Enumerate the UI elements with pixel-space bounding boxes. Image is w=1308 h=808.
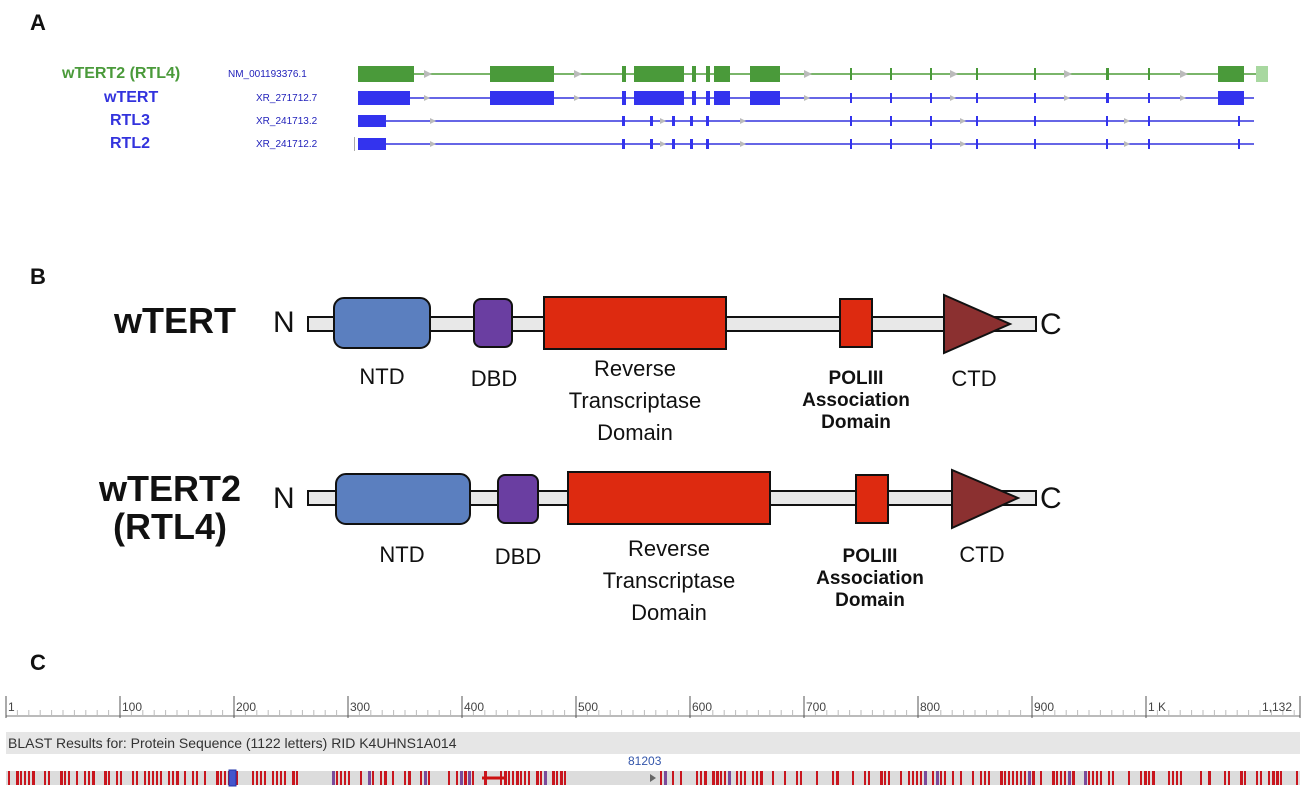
panel-c: C 1 100 200 300 400 500 600 700 800 900 … (0, 650, 1308, 808)
ruler-tick-label: 1,132 (1262, 700, 1293, 714)
panel-a-label: A (30, 10, 46, 35)
ctd-label: CTD (951, 366, 997, 391)
panel-b-label: B (30, 264, 46, 289)
poliii-label-line1: POLIII (828, 368, 884, 389)
track-name-rtl2: RTL2 (110, 135, 150, 152)
rt-label-line2: Transcriptase (602, 568, 736, 593)
ntd-label: NTD (359, 364, 405, 389)
ruler-tick-label: 900 (1034, 700, 1055, 714)
poliii-label-line2: Association (802, 390, 910, 411)
ntd-domain (333, 297, 431, 349)
ntd-label: NTD (379, 542, 425, 567)
rt-label-line1: Reverse (594, 356, 676, 381)
blast-results-title: BLAST Results for: Protein Sequence (112… (6, 732, 1300, 754)
poliii-label-line3: Domain (835, 590, 905, 611)
accession-rtl3: XR_241713.2 (256, 116, 318, 127)
accession-wtert: XR_271712.7 (256, 93, 318, 104)
protein-name-wtert2: wTERT2 (98, 468, 241, 509)
ruler-tick-label: 1 (8, 700, 15, 714)
n-terminus-label: N (273, 306, 295, 339)
ruler-tick-label: 1 K (1148, 700, 1167, 714)
rt-domain (543, 296, 727, 350)
n-terminus-label: N (273, 482, 295, 515)
poliii-domain (839, 298, 873, 348)
accession-wtert2: NM_001193376.1 (228, 69, 307, 80)
gene-track-wtert2 (358, 66, 1268, 82)
protein-name-wtert2-alias: (RTL4) (113, 506, 227, 547)
dbd-domain (473, 298, 513, 348)
rt-label-line1: Reverse (628, 536, 710, 561)
gene-model-tracks (358, 66, 1268, 150)
ruler-tick-label: 100 (122, 700, 143, 714)
ruler-tick-label: 200 (236, 700, 257, 714)
ruler-tick-label: 300 (350, 700, 371, 714)
gene-track-wtert (358, 91, 1254, 105)
poliii-label-line3: Domain (821, 412, 891, 433)
ctd-label: CTD (959, 542, 1005, 567)
sequence-ruler (5, 696, 1301, 718)
rt-label-line3: Domain (631, 600, 707, 625)
poliii-label-line1: POLIII (842, 546, 898, 567)
rt-label-line2: Transcriptase (568, 388, 702, 413)
protein-bar-wtert2 (307, 468, 1037, 530)
c-terminus-label: C (1040, 482, 1062, 515)
rt-label-line3: Domain (597, 420, 673, 445)
ruler-tick-label: 800 (920, 700, 941, 714)
ctd-domain (951, 468, 1021, 530)
panel-a: A wTERT2 (RTL4) wTERT RTL3 RTL2 NM_00119… (0, 0, 1308, 200)
panel-b: B wTERT N C NTD DBD Reverse Transcriptas… (0, 250, 1308, 650)
dbd-label: DBD (494, 544, 542, 569)
protein-bar-wtert (307, 293, 1037, 355)
poliii-label-line2: Association (816, 568, 924, 589)
track-name-wtert: wTERT (104, 89, 159, 106)
dbd-label: DBD (470, 366, 518, 391)
accession-rtl2: XR_241712.2 (256, 139, 318, 150)
ctd-domain (943, 293, 1013, 355)
selected-hit-marker (228, 769, 237, 787)
domain-diagram (307, 293, 1037, 530)
protein-name-wtert: wTERT (114, 300, 236, 341)
ntd-domain (335, 473, 471, 525)
c-terminus-label: C (1040, 308, 1062, 341)
track-name-rtl3: RTL3 (110, 112, 150, 129)
direction-arrow-icon (650, 774, 656, 782)
blast-hit-label: 81203 (628, 754, 662, 768)
blast-hit-track (6, 769, 1300, 787)
gene-track-rtl3 (358, 115, 1254, 127)
gene-track-rtl2 (358, 138, 1254, 150)
poliii-domain (855, 474, 889, 524)
rt-domain (567, 471, 771, 525)
dbd-domain (497, 474, 539, 524)
ruler-tick-label: 500 (578, 700, 599, 714)
panel-c-label: C (30, 650, 46, 675)
track-divider (354, 137, 355, 151)
track-name-wtert2: wTERT2 (RTL4) (62, 65, 181, 82)
ruler-tick-label: 600 (692, 700, 713, 714)
ruler-tick-label: 700 (806, 700, 827, 714)
ruler-tick-label: 400 (464, 700, 485, 714)
